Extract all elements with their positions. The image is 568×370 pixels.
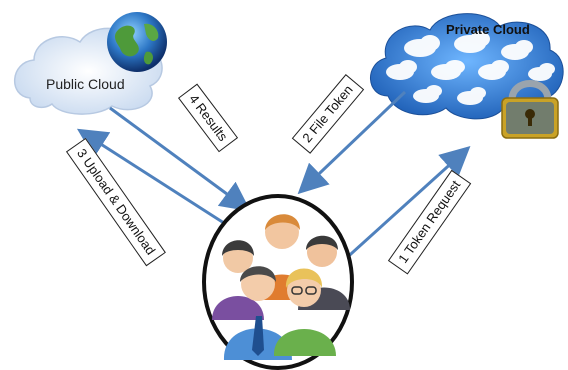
arrow-token-request <box>340 145 471 264</box>
arrows <box>76 90 471 264</box>
public-cloud-label: Public Cloud <box>46 76 125 92</box>
globe-icon <box>107 12 167 72</box>
arrow-upload-download <box>76 128 239 234</box>
users-group-icon <box>202 194 354 370</box>
arrow-file-token <box>297 90 407 195</box>
arrow-results <box>109 106 251 212</box>
padlock-icon <box>501 80 559 139</box>
private-cloud-label: Private Cloud <box>446 22 530 37</box>
